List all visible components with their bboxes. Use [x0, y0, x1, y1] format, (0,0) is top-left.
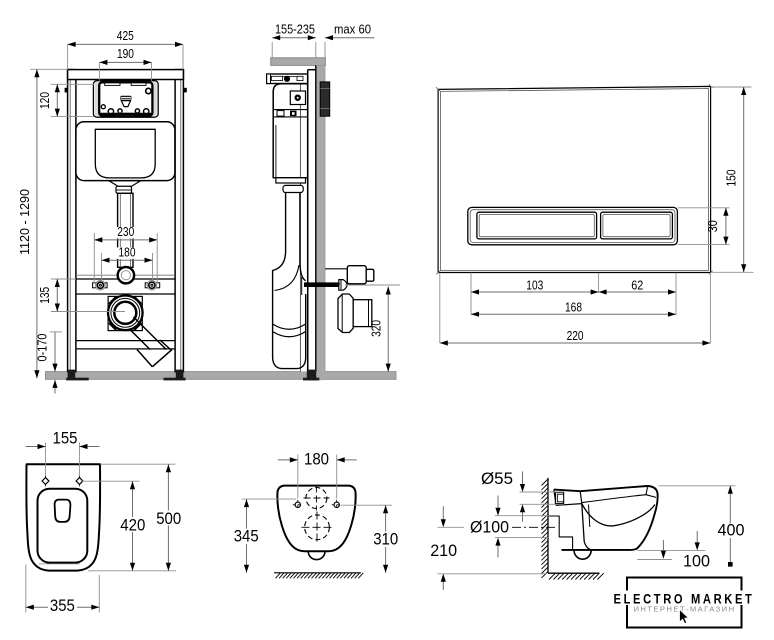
svg-text:30: 30: [706, 220, 720, 232]
svg-text:168: 168: [565, 300, 582, 314]
svg-text:Ø55: Ø55: [481, 470, 513, 488]
svg-text:420: 420: [120, 516, 145, 534]
svg-text:345: 345: [234, 527, 259, 545]
svg-text:210: 210: [430, 542, 457, 560]
svg-text:ИНТЕРНЕТ-МАГАЗИН: ИНТЕРНЕТ-МАГАЗИН: [634, 606, 736, 613]
svg-text:400: 400: [718, 521, 745, 539]
svg-text:355: 355: [50, 597, 75, 615]
svg-text:180: 180: [119, 245, 136, 260]
svg-text:500: 500: [156, 510, 181, 528]
svg-text:max 60: max 60: [334, 21, 371, 36]
svg-text:190: 190: [117, 46, 134, 61]
svg-text:103: 103: [526, 278, 543, 292]
svg-text:62: 62: [631, 278, 643, 292]
svg-text:ELECTRO MARKET: ELECTRO MARKET: [614, 592, 755, 607]
svg-text:150: 150: [725, 169, 739, 186]
svg-text:220: 220: [567, 329, 584, 343]
svg-text:155-235: 155-235: [275, 21, 315, 36]
svg-text:425: 425: [117, 28, 134, 43]
svg-text:230: 230: [117, 224, 134, 239]
svg-text:120: 120: [37, 92, 52, 109]
svg-text:180: 180: [304, 450, 329, 468]
svg-text:1120 - 1290: 1120 - 1290: [17, 189, 32, 255]
svg-text:320: 320: [369, 320, 384, 337]
svg-text:100: 100: [683, 553, 710, 571]
svg-text:Ø100: Ø100: [470, 518, 509, 536]
svg-text:0-170: 0-170: [35, 334, 50, 362]
svg-text:155: 155: [53, 429, 78, 447]
svg-text:135: 135: [37, 287, 52, 304]
svg-text:310: 310: [373, 530, 398, 548]
